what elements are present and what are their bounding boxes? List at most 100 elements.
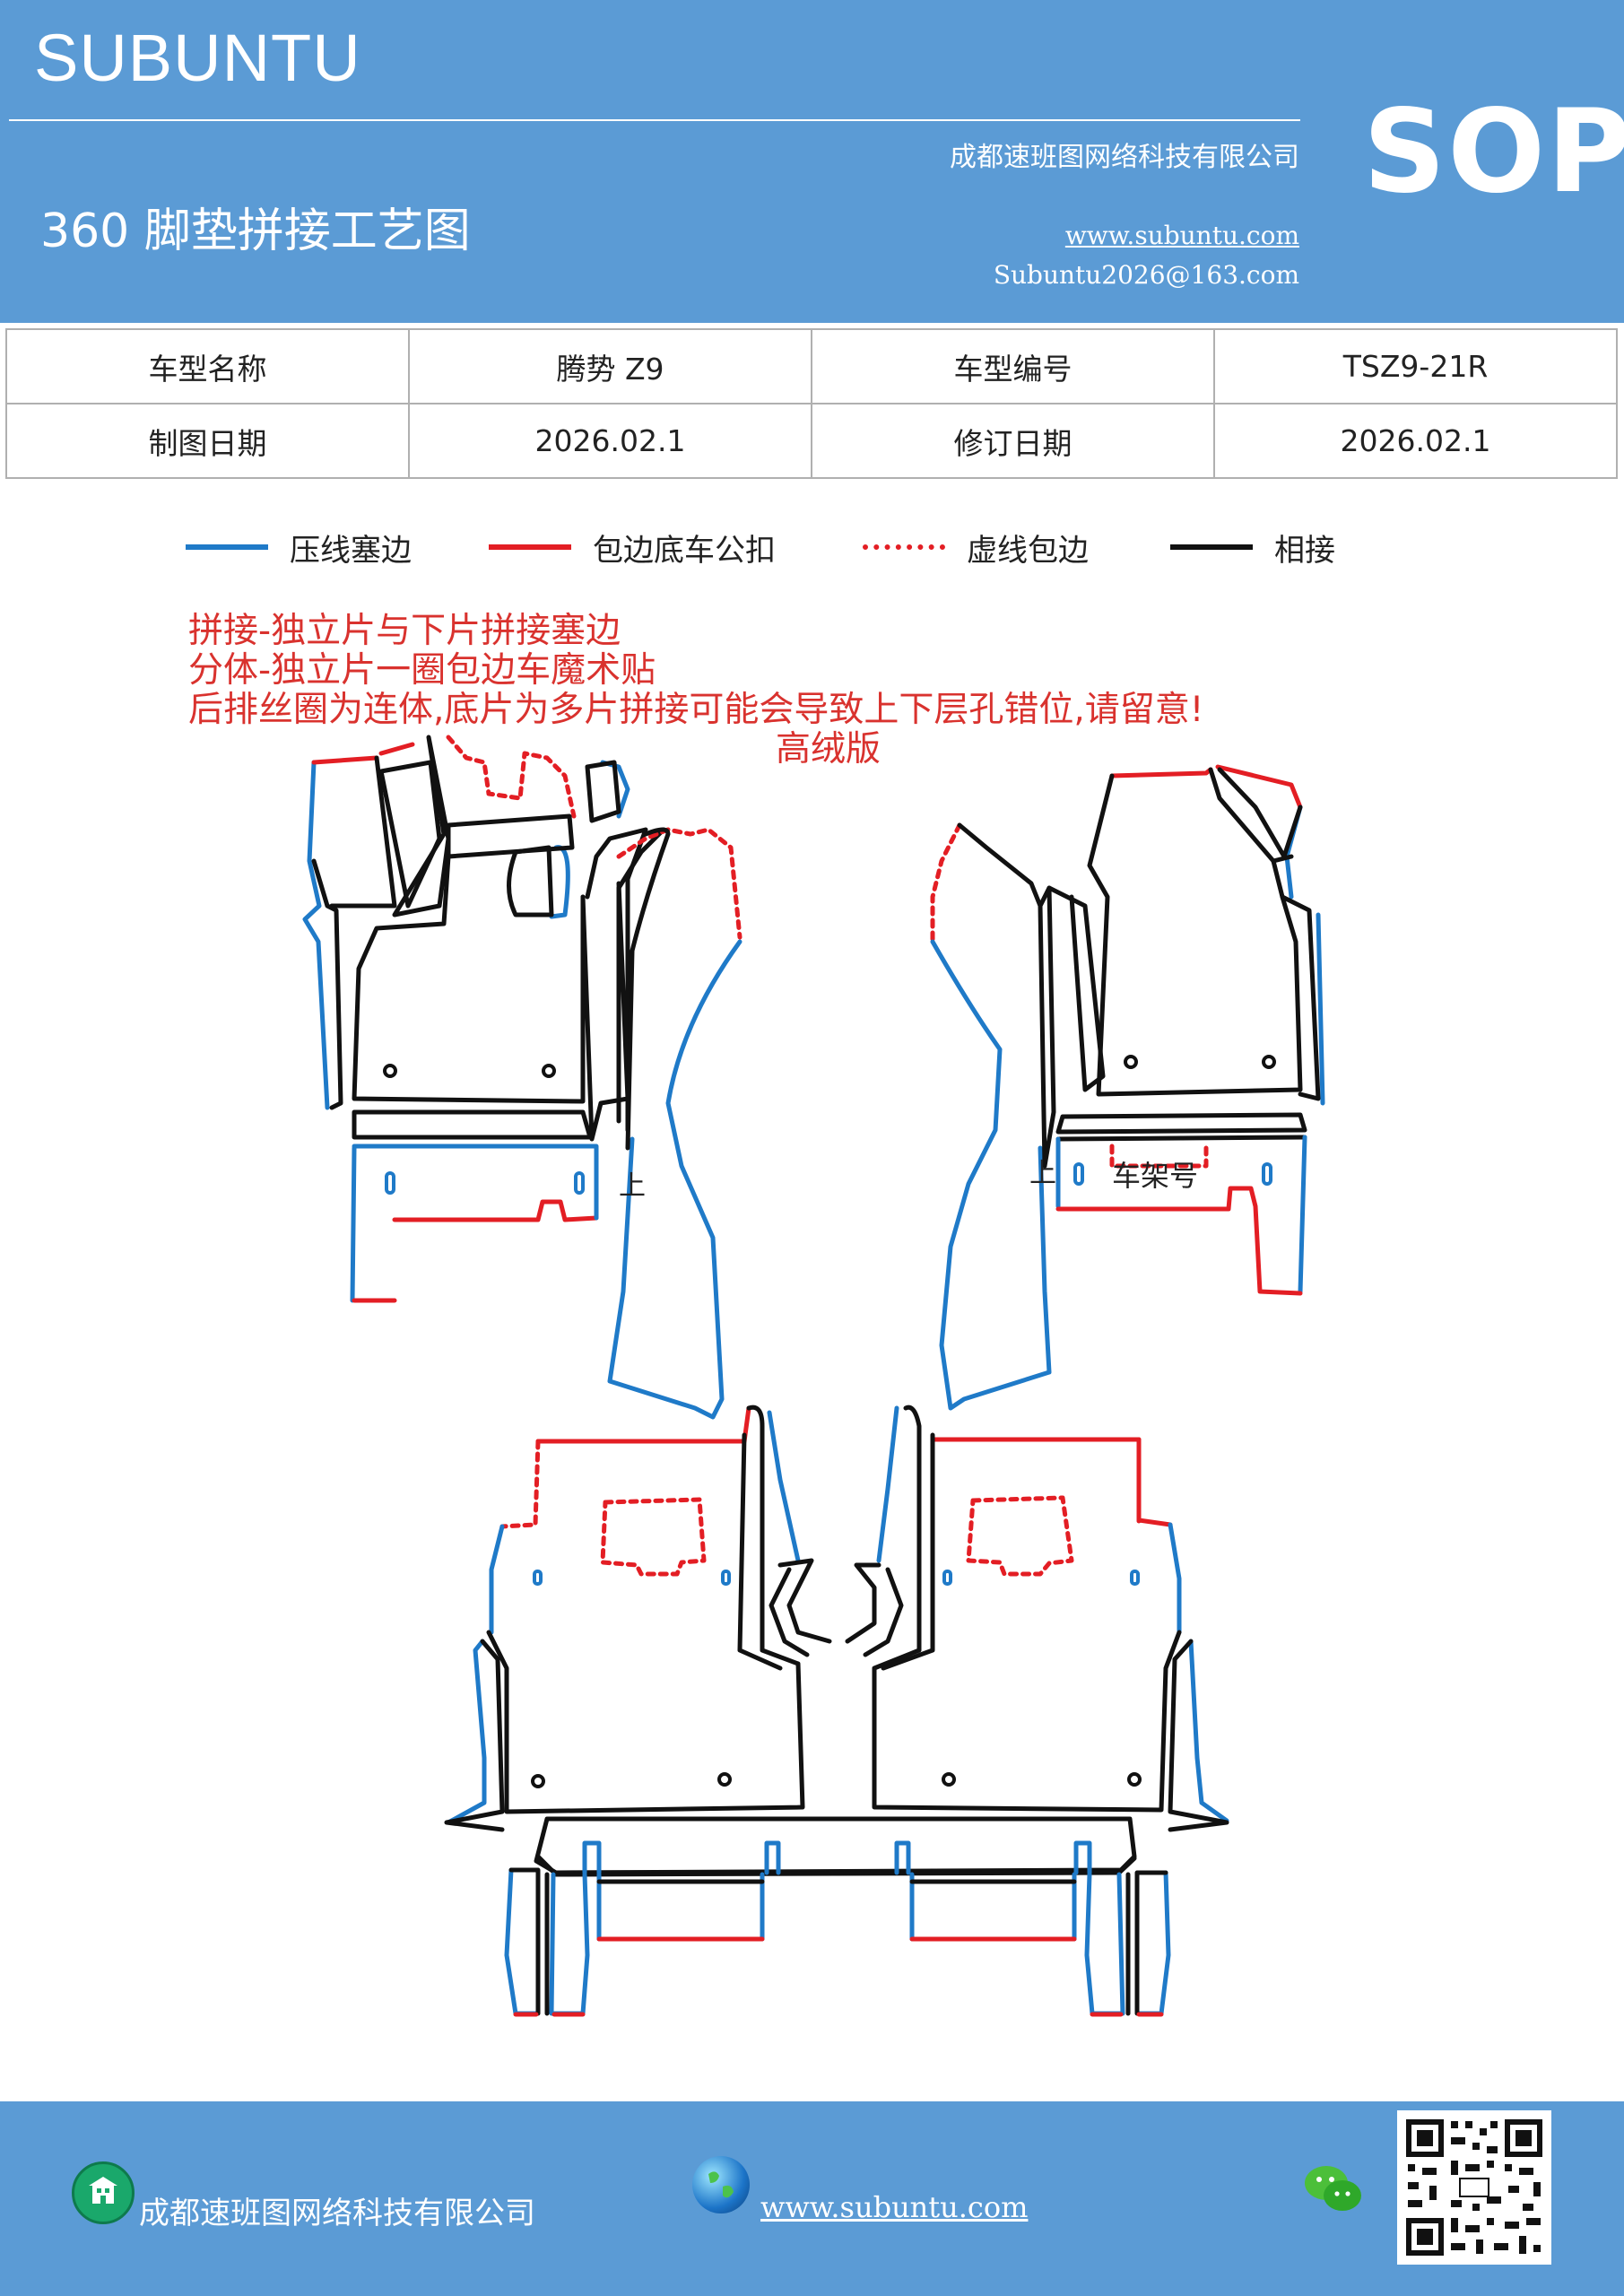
- rl-blue-2: [446, 1639, 487, 1825]
- rb-black-strip: [534, 1816, 1137, 1875]
- fl-black-9: [352, 1109, 593, 1140]
- legend-swatch-blue: [186, 544, 268, 550]
- building-icon: [72, 2161, 135, 2224]
- draw-date-value: 2026.02.1: [408, 403, 812, 479]
- wechat-icon[interactable]: [1303, 2163, 1364, 2215]
- frs-red-dotted: [930, 822, 962, 944]
- vehicle-info-table: 车型名称 腾势 Z9 车型编号 TSZ9-21R 制图日期 2026.02.1 …: [5, 328, 1618, 479]
- fls-blue: [607, 939, 743, 1420]
- frs-black: [957, 822, 1047, 1169]
- fr-black-4: [1280, 894, 1321, 1101]
- note-line-1: 拼接-独立片与下片拼接塞边: [188, 611, 621, 651]
- fl-blue-edge-3: [549, 845, 570, 919]
- fl-hole-1: [383, 1064, 397, 1078]
- fl-black-4: [392, 735, 451, 918]
- rr-blue-1: [1168, 1522, 1182, 1635]
- fr-slot-2: [1262, 1162, 1272, 1186]
- fr-black-3: [1217, 767, 1303, 859]
- fl-red-top-2: [378, 742, 415, 756]
- legend-item-dotted-edge: 虚线包边: [863, 525, 1089, 570]
- revise-date-value: 2026.02.1: [1213, 403, 1618, 479]
- header-banner: SUBUNTU 成都速班图网络科技有限公司 360 脚垫拼接工艺图 www.su…: [0, 0, 1624, 323]
- rb-left-pad: [596, 1872, 765, 1942]
- fls-black-2: [616, 827, 666, 1124]
- rl-slot-1: [533, 1570, 543, 1586]
- rl-red-dotted-2: [600, 1497, 707, 1577]
- rr-red-dotted-2: [966, 1495, 1074, 1577]
- legend-item-press-line: 压线塞边: [186, 525, 412, 570]
- rb-blue-notch-4: [1073, 1840, 1092, 1875]
- rl-blue-1: [489, 1524, 505, 1635]
- rb-blue-notch-1: [582, 1840, 602, 1875]
- header-company: 成都速班图网络科技有限公司: [950, 142, 1299, 173]
- fr-blue-2: [1316, 912, 1325, 1106]
- fls-black: [585, 827, 648, 1133]
- table-row: 车型名称 腾势 Z9 车型编号 TSZ9-21R: [5, 328, 1618, 404]
- label-up-left: 上: [619, 1170, 646, 1202]
- fl-black-1: [311, 858, 343, 1110]
- note-version: 高绒版: [776, 729, 881, 770]
- rl-black-4: [769, 1567, 810, 1657]
- fr-red-dotted: [1109, 1144, 1209, 1169]
- process-notes: 拼接-独立片与下片拼接塞边 分体-独立片一圈包边车魔术贴 后排丝圈为连体,底片为…: [188, 612, 1444, 770]
- rr-black-1: [872, 1405, 1182, 1813]
- rr-black-4: [863, 1567, 904, 1657]
- rear-left-mat: [444, 1405, 832, 1832]
- frs-blue: [930, 939, 1052, 1411]
- fl-red-dotted: [446, 735, 577, 819]
- rb-right-pad: [909, 1872, 1077, 1942]
- fr-black-6: [1055, 1112, 1307, 1135]
- rl-hole-2: [717, 1772, 732, 1787]
- rr-black-3: [845, 1562, 881, 1644]
- fr-blue-4: [1298, 1135, 1307, 1294]
- front-left-strip: [585, 827, 743, 1420]
- legend-item-edge-buckle: 包边底车公扣: [489, 525, 776, 570]
- fl-blue-edge-2: [350, 1145, 357, 1303]
- rl-black-1: [486, 1405, 805, 1814]
- fls-black-3: [625, 827, 671, 1151]
- fl-red-top: [311, 755, 379, 765]
- fr-black-2: [1208, 767, 1294, 864]
- rb-left-leg-blue: [504, 1867, 539, 2016]
- header-website-link[interactable]: www.subuntu.com: [1064, 221, 1299, 250]
- rb-blue-notch-2: [764, 1840, 781, 1875]
- rl-blue-3: [767, 1410, 801, 1563]
- fl-red-bottom-2: [392, 1199, 599, 1222]
- fr-black-1: [1087, 773, 1303, 1097]
- rr-black-5: [1168, 1639, 1229, 1832]
- legend-swatch-black: [1170, 544, 1253, 550]
- fl-black-10: [580, 881, 630, 1142]
- fl-black-6: [352, 854, 586, 1104]
- rl-black-5: [444, 1639, 505, 1832]
- rr-slot-2: [1130, 1570, 1140, 1586]
- fr-hole-2: [1262, 1055, 1276, 1069]
- rear-right-mat: [845, 1405, 1229, 1832]
- fr-red-bottom: [1055, 1186, 1303, 1296]
- document-title: 360 脚垫拼接工艺图: [40, 204, 471, 258]
- sop-badge: SOP: [1363, 85, 1624, 219]
- rr-blue-2: [1188, 1639, 1229, 1823]
- legend-item-joint: 相接: [1170, 525, 1335, 570]
- fl-slot-1: [385, 1171, 395, 1195]
- fl-blue-edge: [302, 760, 330, 1110]
- footer-website-link[interactable]: www.subuntu.com: [760, 2190, 1029, 2224]
- header-email[interactable]: Subuntu2026@163.com: [993, 260, 1299, 290]
- front-right-mat: [1046, 764, 1325, 1296]
- draw-date-label: 制图日期: [5, 403, 410, 479]
- brand-name: SUBUNTU: [34, 21, 361, 95]
- globe-icon: [692, 2156, 750, 2213]
- fr-red-top-2: [1215, 764, 1303, 810]
- rr-black-2: [881, 1432, 935, 1671]
- model-name-label: 车型名称: [5, 328, 410, 404]
- front-left-mat: [302, 735, 630, 1303]
- note-line-3: 后排丝圈为连体,底片为多片拼接可能会导致上下层孔错位,请留意!: [188, 690, 1204, 730]
- fr-red-top: [1109, 767, 1213, 778]
- rb-black-strip-2: [535, 1854, 1137, 1877]
- front-right-strip: [930, 822, 1056, 1411]
- fl-black-7: [507, 845, 554, 918]
- qr-code: [1397, 2110, 1551, 2265]
- rb-right-leg-blue-2: [1084, 1872, 1125, 2016]
- rl-slot-2: [721, 1570, 731, 1586]
- rb-left-leg-blue-2: [549, 1872, 590, 2016]
- rl-black-3: [777, 1558, 832, 1644]
